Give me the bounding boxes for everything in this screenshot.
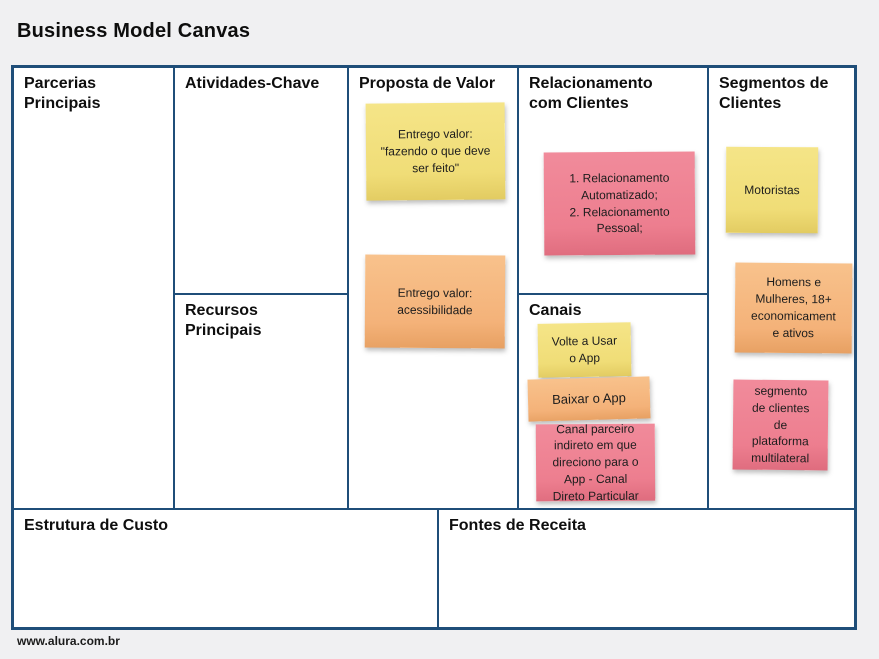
sticky-note-relacionamento-tipos: 1. Relacionamento Automatizado; 2. Relac… [543,151,696,256]
section-segmentos-de-clientes: Segmentos de Clientes Motoristas Homens … [709,68,854,508]
section-parcerias-principais: Parcerias Principais [14,68,175,508]
section-fontes-de-receita: Fontes de Receita [439,508,854,627]
section-relacionamento-com-clientes: Relacionamento com Clientes 1. Relaciona… [519,68,709,295]
section-title-proposta: Proposta de Valor [359,75,496,92]
section-estrutura-de-custo: Estrutura de Custo [14,508,439,627]
section-title-relacionamento: Relacionamento com Clientes [529,75,653,112]
sticky-note-baixar-o-app: Baixar o App [527,376,651,422]
sticky-note-entrego-valor-feito: Entrego valor: "fazendo o que deve ser f… [365,102,506,201]
sticky-note-motoristas: Motoristas [725,146,819,234]
site-watermark: www.alura.com.br [17,634,120,648]
section-title-segmentos: Segmentos de Clientes [719,75,829,112]
section-proposta-de-valor: Proposta de Valor Entrego valor: "fazend… [349,68,519,508]
sticky-note-canal-parceiro: Canal parceiro indireto em que direciono… [535,421,656,503]
page-title: Business Model Canvas [17,20,251,42]
sticky-note-homens-mulheres: Homens e Mulheres, 18+ economicament e a… [734,262,853,354]
section-title-atividades: Atividades-Chave [185,75,320,92]
section-title-canais: Canais [529,302,582,319]
business-model-canvas: Parcerias Principais Atividades-Chave Re… [11,65,857,630]
section-canais: Canais Volte a Usar o App Baixar o App C… [519,295,709,508]
section-atividades-chave: Atividades-Chave [175,68,349,295]
section-title-receita: Fontes de Receita [449,517,586,534]
section-title-parcerias: Parcerias Principais [24,75,101,112]
sticky-note-segmento-plataforma: segmento de clientes de plataforma multi… [732,379,829,471]
section-title-recursos: Recursos Principais [185,302,262,339]
section-recursos-principais: Recursos Principais [175,295,349,508]
sticky-note-entrego-valor-acessibilidade: Entrego valor: acessibilidade [364,254,506,349]
section-title-custo: Estrutura de Custo [24,517,169,534]
sticky-note-volte-a-usar: Volte a Usar o App [537,322,632,378]
